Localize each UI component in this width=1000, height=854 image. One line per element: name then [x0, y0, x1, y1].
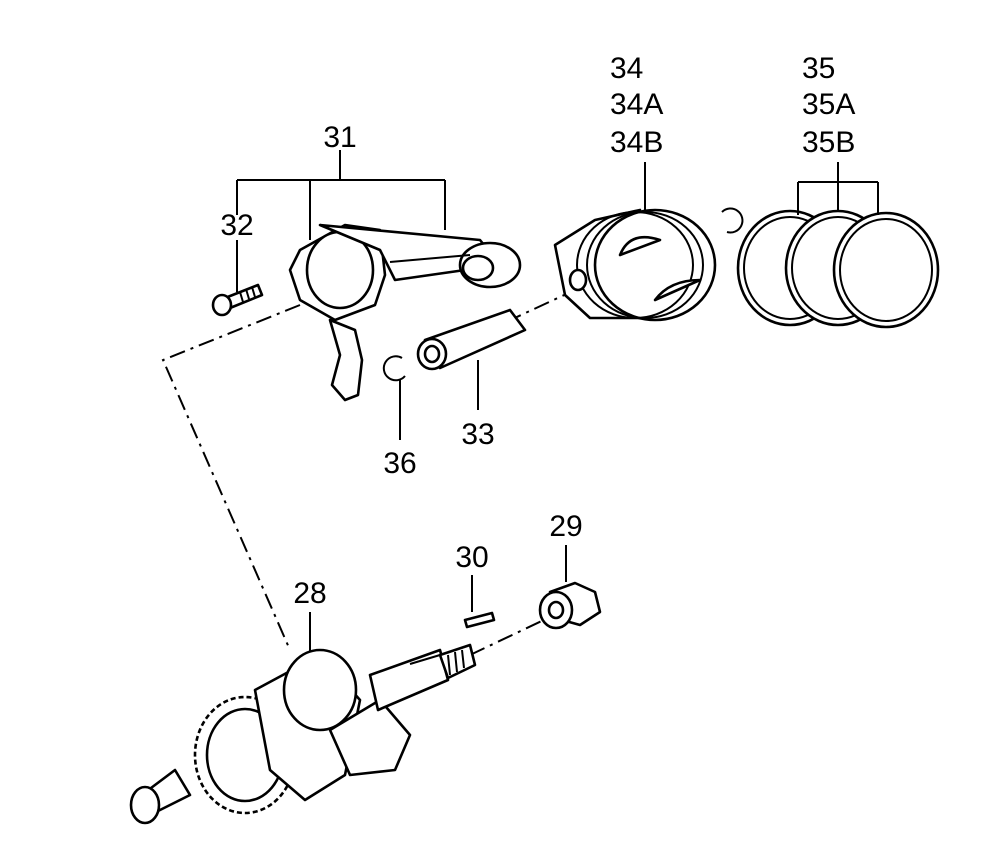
- callout-35b: 35B: [802, 126, 855, 159]
- callout-28: 28: [293, 577, 326, 610]
- piston-pin: [416, 308, 527, 371]
- connecting-rod: [288, 223, 522, 402]
- woodruff-key: [463, 611, 496, 629]
- crankshaft: [129, 643, 477, 825]
- callout-35: 35: [802, 52, 835, 85]
- pin-clip-piston-side: [721, 207, 744, 234]
- callout-34b: 34B: [610, 126, 663, 159]
- callout-34a: 34A: [610, 88, 663, 121]
- callout-29: 29: [549, 510, 582, 543]
- flange-nut: [538, 581, 602, 630]
- callout-31: 31: [323, 121, 356, 154]
- callout-32: 32: [220, 209, 253, 242]
- callout-35a: 35A: [802, 88, 855, 121]
- pin-clip: [382, 355, 406, 382]
- rod-bolt: [211, 283, 264, 317]
- callouts: 31 32 34 34A 34B 35 35A 35B 33 36 28 30 …: [220, 52, 855, 610]
- callout-36: 36: [383, 447, 416, 480]
- leader-lines: [236, 150, 879, 652]
- callout-30: 30: [455, 541, 488, 574]
- piston-rings: [736, 209, 940, 329]
- assembly-lines: [161, 289, 576, 656]
- callout-33: 33: [461, 418, 494, 451]
- callout-34: 34: [610, 52, 643, 85]
- piston: [553, 208, 717, 322]
